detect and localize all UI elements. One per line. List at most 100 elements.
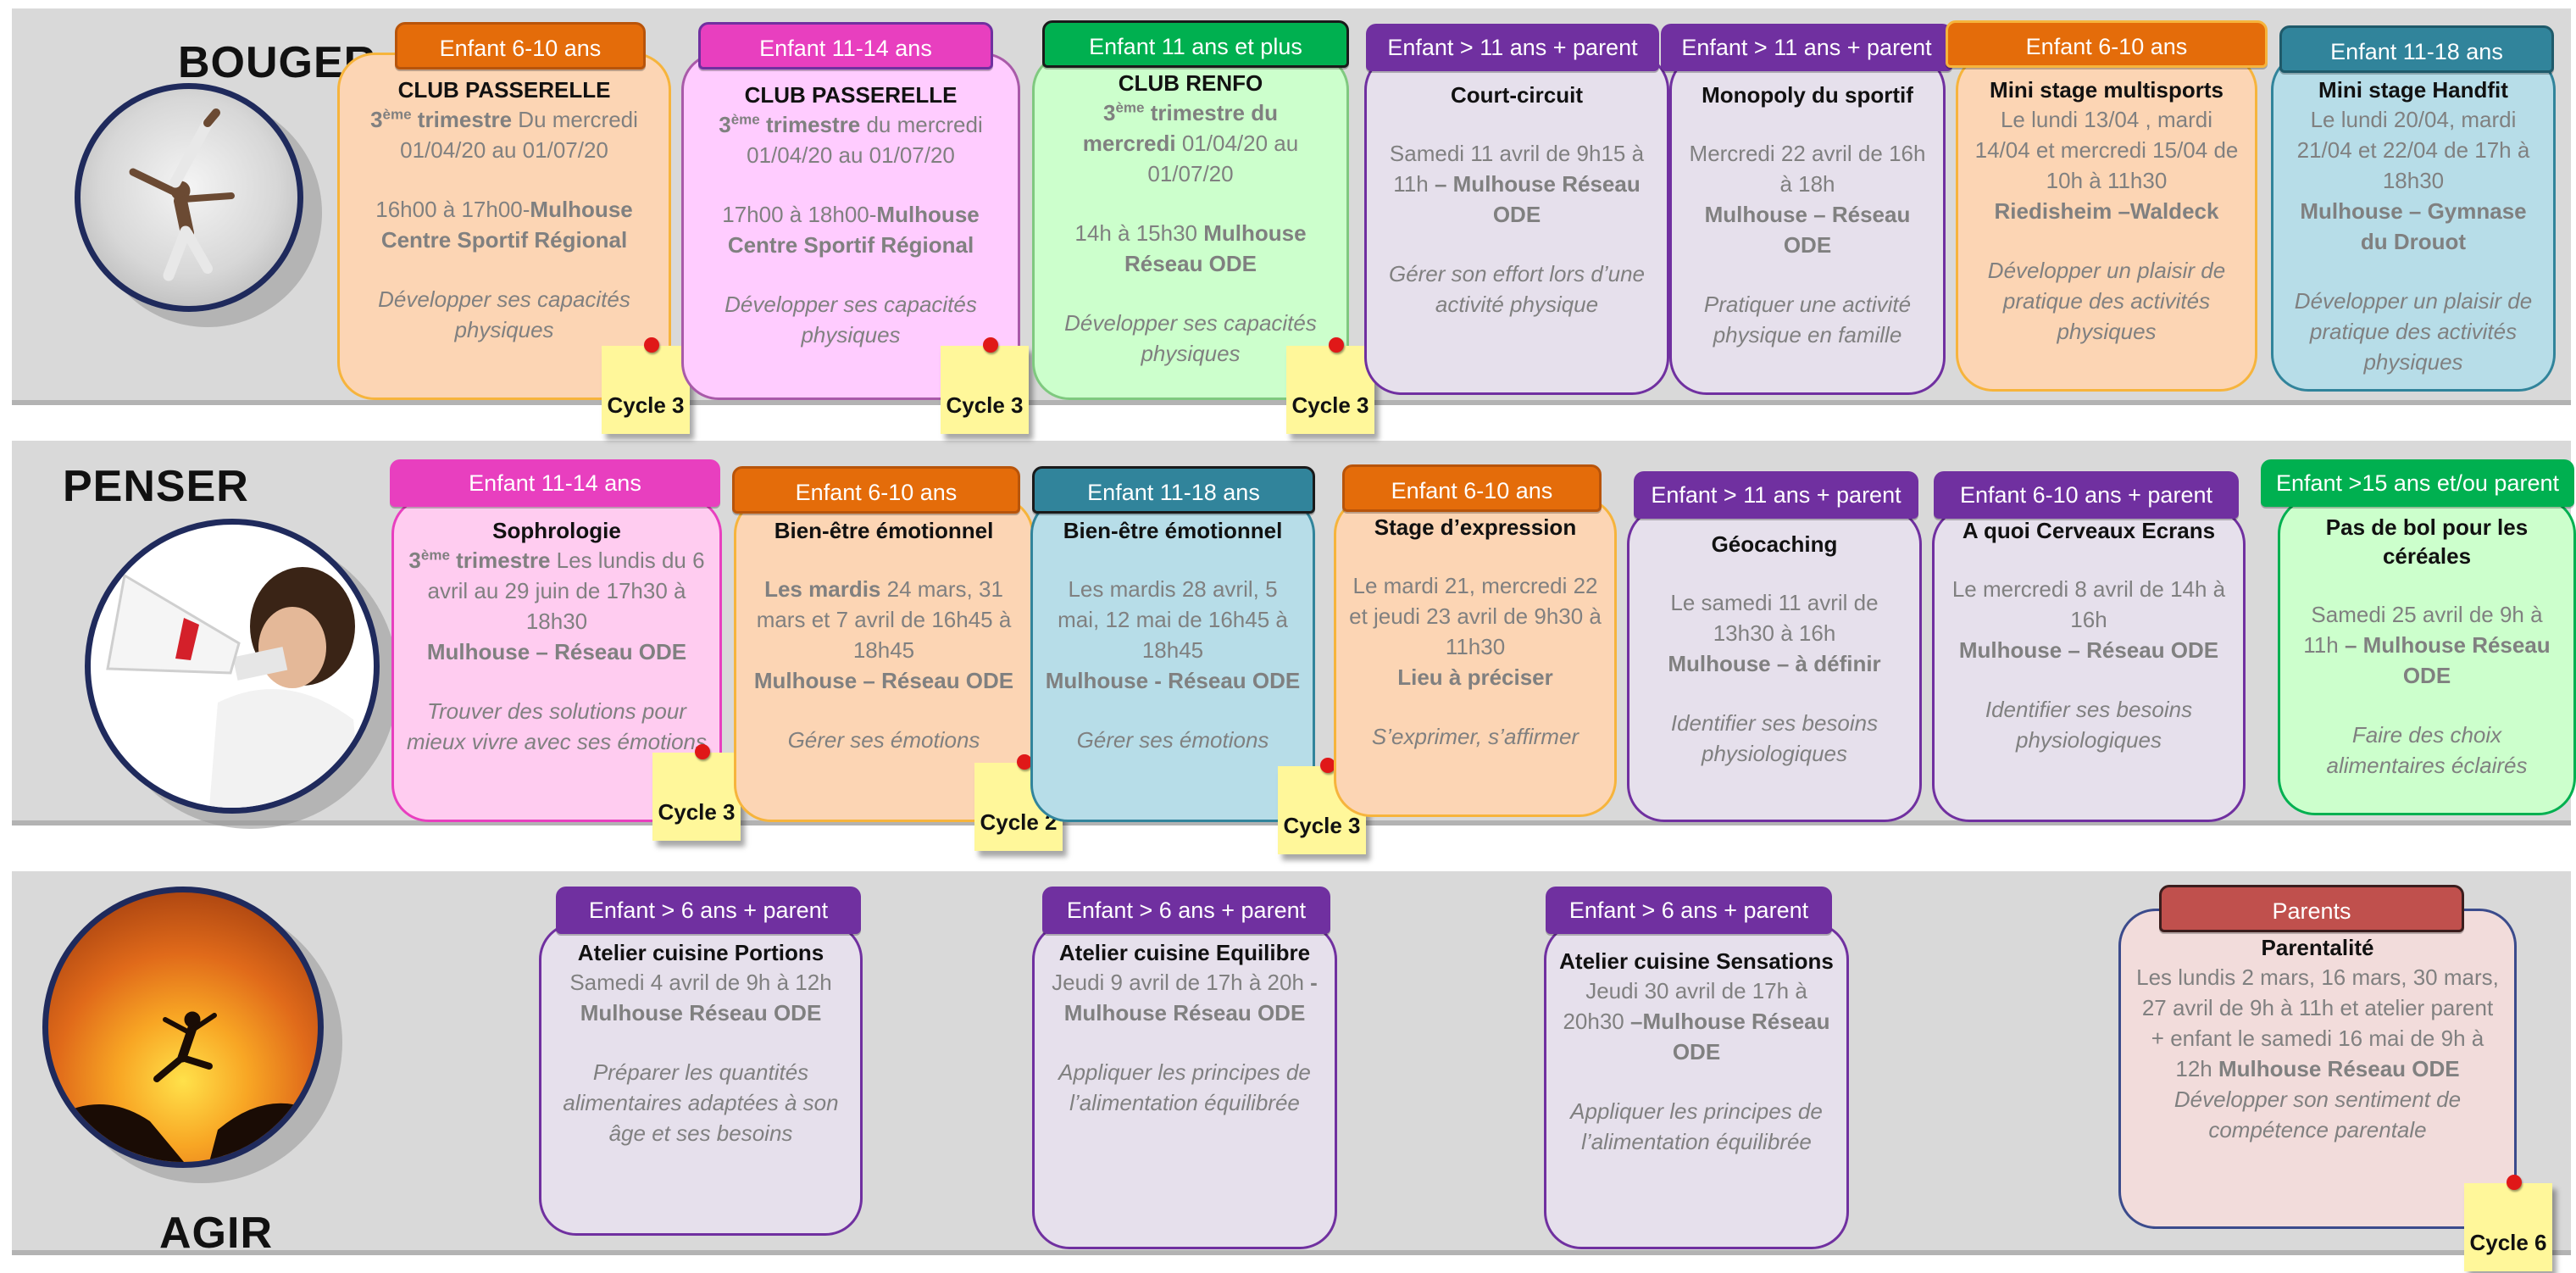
- audience-tab: Enfant 6-10 ans: [395, 22, 646, 69]
- audience-tab: Enfant 6-10 ans + parent: [1934, 471, 2239, 519]
- activity-title: CLUB PASSERELLE: [744, 82, 958, 108]
- trimester-label: trimestre: [449, 548, 551, 573]
- activity-title: Géocaching: [1711, 531, 1838, 557]
- activity-dates: Le lundi 20/04, mardi 21/04 et 22/04 de …: [2296, 107, 2530, 193]
- activity-place: Mulhouse Réseau ODE: [2218, 1056, 2460, 1081]
- audience-tab: Enfant 11-14 ans: [698, 22, 993, 69]
- audience-tab: Enfant > 6 ans + parent: [1042, 887, 1330, 934]
- trimester-label: trimestre: [759, 112, 861, 137]
- activity-place: Mulhouse Réseau ODE: [580, 1000, 822, 1026]
- cycle-label: Cycle 3: [607, 392, 685, 418]
- dancer-figure-icon: [129, 108, 235, 281]
- activity-place: Mulhouse Centre Sportif Régional: [727, 202, 980, 258]
- trimester-number: 3: [370, 107, 383, 132]
- activity-place: – Mulhouse Réseau ODE: [2338, 632, 2551, 688]
- activity-title: CLUB PASSERELLE: [397, 77, 611, 103]
- activity-description: Développer ses capacités physiques: [1064, 310, 1317, 366]
- activity-card-parentalite[interactable]: Parentalité Les lundis 2 mars, 16 mars, …: [2118, 909, 2517, 1229]
- trimester-number: 3: [719, 112, 731, 137]
- cycle-note: Cycle 3: [602, 337, 690, 434]
- activity-title: Parentalité: [2261, 935, 2374, 960]
- activity-place: Lieu à préciser: [1397, 664, 1553, 690]
- trimester-number: 3: [408, 548, 421, 573]
- activity-description: Développer ses capacités physiques: [724, 292, 977, 347]
- activity-card-geocaching[interactable]: Géocaching Le samedi 11 avril de 13h30 à…: [1627, 507, 1922, 822]
- activity-dates: Samedi 11 avril de 9h15 à 11h: [1389, 141, 1645, 197]
- activity-description: Développer un plaisir de pratique des ac…: [1987, 258, 2226, 344]
- activity-dates: Jeudi 9 avril de 17h à 20h: [1052, 970, 1311, 995]
- activity-dates: Du mercredi 01/04/20 au 01/07/20: [400, 107, 638, 163]
- activity-place: Mulhouse – à définir: [1668, 651, 1881, 676]
- activity-dates: Le mardi 21, mercredi 22 et jeudi 23 avr…: [1349, 573, 1602, 659]
- activity-card-mini-stage-multisports[interactable]: Mini stage multisports Le lundi 13/04 , …: [1956, 53, 2257, 392]
- jumper-silhouette-icon: [48, 1011, 318, 1162]
- cycle-note: Cycle 3: [1286, 337, 1374, 434]
- trimester-suffix: ème: [420, 547, 450, 564]
- activity-dates: 01/04/20 au 01/07/20: [1147, 131, 1299, 186]
- activity-title: Bien-être émotionnel: [774, 518, 994, 543]
- activity-title: Stage d’expression: [1374, 514, 1577, 540]
- activity-card-monopoly-du-sportif[interactable]: Monopoly du sportif Mercredi 22 avril de…: [1669, 53, 1946, 395]
- activity-day: Les mardis: [764, 576, 881, 602]
- cycle-label: Cycle 3: [658, 799, 736, 825]
- cycle-label: Cycle 3: [1283, 813, 1361, 838]
- activity-dates: du mercredi 01/04/20 au 01/07/20: [747, 112, 983, 168]
- dancer-photo: [75, 83, 303, 312]
- activity-description: Gérer son effort lors d’une activité phy…: [1388, 261, 1646, 317]
- audience-tab: Enfant > 6 ans + parent: [1546, 887, 1832, 934]
- activity-place: Mulhouse Réseau ODE: [1124, 220, 1307, 276]
- audience-tab: Enfant > 11 ans + parent: [1661, 24, 1952, 71]
- activity-description: Gérer ses émotions: [787, 727, 980, 753]
- activity-card-cuisine-sensations[interactable]: Atelier cuisine Sensations Jeudi 30 avri…: [1544, 922, 1849, 1249]
- activity-card-stage-expression[interactable]: Stage d’expression Le mardi 21, mercredi…: [1334, 497, 1617, 817]
- activity-title: Monopoly du sportif: [1702, 82, 1913, 108]
- activity-card-court-circuit[interactable]: Court-circuit Samedi 11 avril de 9h15 à …: [1364, 53, 1669, 395]
- activity-dates: Samedi 4 avril de 9h à 12h: [569, 970, 832, 995]
- activity-place: - Mulhouse Réseau ODE: [1063, 970, 1318, 1026]
- activity-title: Atelier cuisine Portions: [577, 940, 824, 965]
- activity-time: 14h à 15h30: [1074, 220, 1204, 246]
- activity-card-cuisine-equilibre[interactable]: Atelier cuisine Equilibre Jeudi 9 avril …: [1032, 922, 1337, 1249]
- activity-dates: Les lundis du 6 avril au 29 juin de 17h3…: [427, 548, 705, 634]
- activity-card-cuisine-portions[interactable]: Atelier cuisine Portions Samedi 4 avril …: [539, 922, 863, 1236]
- trimester-day: mercredi: [1082, 131, 1176, 156]
- activity-title: Sophrologie: [492, 518, 621, 543]
- activity-place: Mulhouse – Réseau ODE: [753, 668, 1014, 693]
- activity-description: Appliquer les principes de l’alimentatio…: [1058, 1059, 1311, 1115]
- activity-dates: Mercredi 22 avril de 16h à 18h: [1689, 141, 1926, 197]
- activity-card-club-passerelle-6-10[interactable]: CLUB PASSERELLE 3ème trimestre Du mercre…: [337, 53, 671, 400]
- activity-place: Mulhouse – Gymnase du Drouot: [2300, 198, 2527, 254]
- activity-dates: Jeudi 30 avril de 17h à 20h30: [1563, 978, 1807, 1034]
- audience-tab: Enfant 11-18 ans: [1032, 466, 1315, 514]
- activity-title: A quoi Cerveaux Ecrans: [1962, 518, 2216, 543]
- activity-place: Mulhouse – Réseau ODE: [426, 639, 687, 664]
- pushpin-icon: [644, 337, 659, 353]
- pushpin-icon: [695, 744, 710, 759]
- section-title-penser: PENSER: [63, 462, 249, 511]
- activity-time: 17h00 à 18h00-: [722, 202, 877, 227]
- activity-card-bien-etre-11-18[interactable]: Bien-être émotionnel Les mardis 28 avril…: [1030, 497, 1315, 822]
- activity-dates: Les mardis 28 avril, 5 mai, 12 mai de 16…: [1058, 576, 1288, 663]
- activity-time: 16h00 à 17h00-: [375, 197, 530, 222]
- activity-dates: Le mercredi 8 avril de 14h à 16h: [1951, 576, 2226, 632]
- activity-title: Mini stage multisports: [1990, 77, 2223, 103]
- activity-card-cerveaux-ecrans[interactable]: A quoi Cerveaux Ecrans Le mercredi 8 avr…: [1932, 507, 2246, 822]
- activity-dates: Le samedi 11 avril de 13h30 à 16h: [1670, 590, 1879, 646]
- pushpin-icon: [1320, 758, 1335, 773]
- activity-card-mini-stage-handfit[interactable]: Mini stage Handfit Le lundi 20/04, mardi…: [2271, 53, 2556, 392]
- activity-place: – Mulhouse Réseau ODE: [1434, 171, 1641, 227]
- activity-description: Faire des choix alimentaires éclairés: [2326, 722, 2528, 778]
- activity-dates: 24 mars, 31 mars et 7 avril de 16h45 à 1…: [756, 576, 1012, 663]
- pushpin-icon: [983, 337, 998, 353]
- activity-dates: Les lundis 2 mars, 16 mars, 30 mars, 27 …: [2136, 964, 2499, 1081]
- sunset-jumper-photo: [42, 887, 324, 1168]
- audience-tab: Enfant > 11 ans + parent: [1366, 24, 1659, 71]
- activity-card-pas-de-bol[interactable]: Pas de bol pour les céréales Samedi 25 a…: [2278, 497, 2576, 815]
- activity-title: Atelier cuisine Sensations: [1559, 948, 1834, 974]
- activity-place: Mulhouse - Réseau ODE: [1045, 668, 1301, 693]
- audience-tab: Enfant > 6 ans + parent: [556, 887, 861, 934]
- activity-title: Atelier cuisine Equilibre: [1058, 940, 1311, 965]
- megaphone-photo: [85, 519, 380, 814]
- cycle-note: Cycle 3: [941, 337, 1029, 434]
- activity-title: Court-circuit: [1451, 82, 1583, 108]
